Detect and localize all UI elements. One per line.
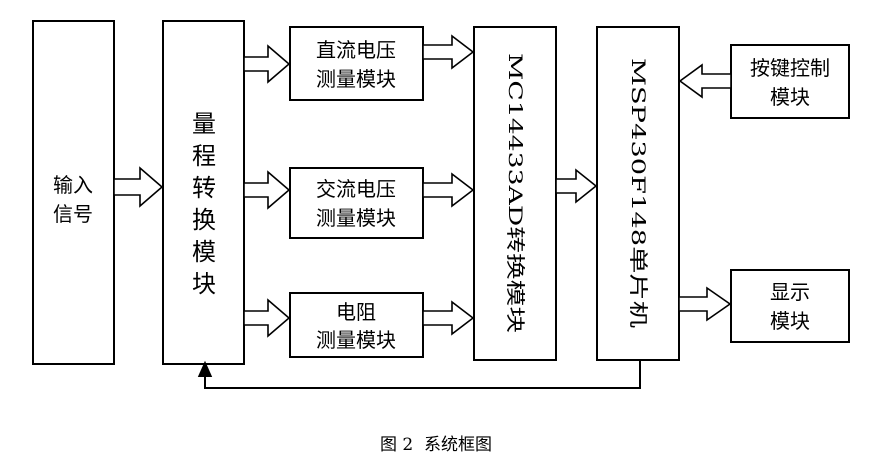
arrow-range-to-ac <box>243 170 291 210</box>
adc-label: MC14433AD转换模块 <box>504 53 526 333</box>
resistance-block <box>289 292 424 358</box>
keys-label-1: 按键控制 <box>750 56 830 80</box>
input-signal-block <box>32 20 115 365</box>
arrow-range-to-dc <box>243 44 291 84</box>
dc-label-1: 直流电压 <box>316 38 396 62</box>
display-label-2: 模块 <box>770 309 810 333</box>
mcu-block <box>596 26 680 361</box>
res-label-1: 电阻 <box>336 300 376 324</box>
display-label-1: 显示 <box>770 280 810 304</box>
input-label-2: 信号 <box>53 202 93 226</box>
arrow-input-to-range <box>113 166 164 208</box>
input-label-1: 输入 <box>53 173 93 197</box>
arrow-ac-to-adc <box>422 172 475 208</box>
dc-label-2: 测量模块 <box>316 67 396 91</box>
range-char-6: 块 <box>192 270 216 298</box>
arrow-keys-to-mcu <box>678 63 732 99</box>
range-char-2: 程 <box>192 142 216 170</box>
arrow-dc-to-adc <box>422 34 475 70</box>
mcu-label: MSP430F148单片机 <box>627 58 649 328</box>
ac-label-2: 测量模块 <box>316 206 396 230</box>
dc-voltage-block <box>289 26 424 101</box>
res-label-2: 测量模块 <box>316 328 396 352</box>
arrow-adc-to-mcu <box>555 168 598 204</box>
figure-caption: 图 2 系统框图 <box>380 435 492 455</box>
arrow-range-to-res <box>243 298 291 338</box>
feedback-line <box>197 360 641 389</box>
range-char-3: 转 <box>192 174 216 202</box>
range-char-4: 换 <box>192 206 216 234</box>
ac-label-1: 交流电压 <box>316 177 396 201</box>
ac-voltage-block <box>289 167 424 239</box>
range-char-1: 量 <box>192 110 216 138</box>
range-switch-block <box>162 20 245 365</box>
arrow-res-to-adc <box>422 300 475 336</box>
arrow-mcu-to-display <box>678 286 732 322</box>
adc-block <box>473 26 557 361</box>
display-block <box>730 269 850 343</box>
keys-label-2: 模块 <box>770 85 810 109</box>
range-char-5: 模 <box>192 238 216 266</box>
